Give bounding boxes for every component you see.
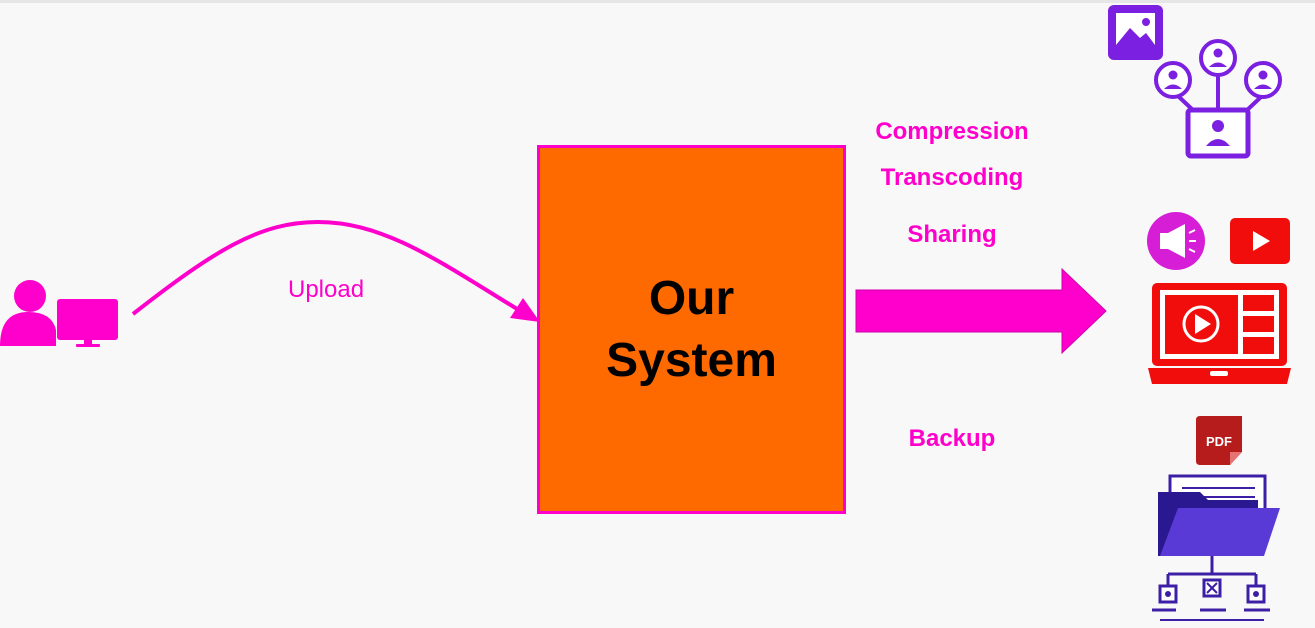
pdf-icon: PDF bbox=[1196, 416, 1242, 465]
megaphone-icon bbox=[1147, 212, 1205, 270]
top-border bbox=[0, 0, 1315, 3]
image-icon bbox=[1108, 5, 1163, 60]
youtube-icon bbox=[1230, 218, 1290, 264]
compression-label: Compression bbox=[875, 118, 1029, 145]
pdf-icon-label: PDF bbox=[1206, 434, 1232, 449]
folder-network-icon bbox=[1152, 474, 1280, 621]
sharing-label: Sharing bbox=[907, 221, 997, 248]
user-network-icon bbox=[1154, 39, 1282, 159]
video-player-icon bbox=[1148, 283, 1291, 384]
backup-label: Backup bbox=[908, 425, 996, 452]
output-arrow bbox=[855, 267, 1107, 355]
system-box: Our System bbox=[537, 145, 846, 514]
system-label: Our System bbox=[606, 271, 777, 387]
upload-arrow bbox=[131, 219, 540, 322]
user-computer-icon bbox=[0, 280, 118, 347]
transcoding-label: Transcoding bbox=[880, 164, 1024, 191]
upload-label: Upload bbox=[288, 276, 365, 303]
